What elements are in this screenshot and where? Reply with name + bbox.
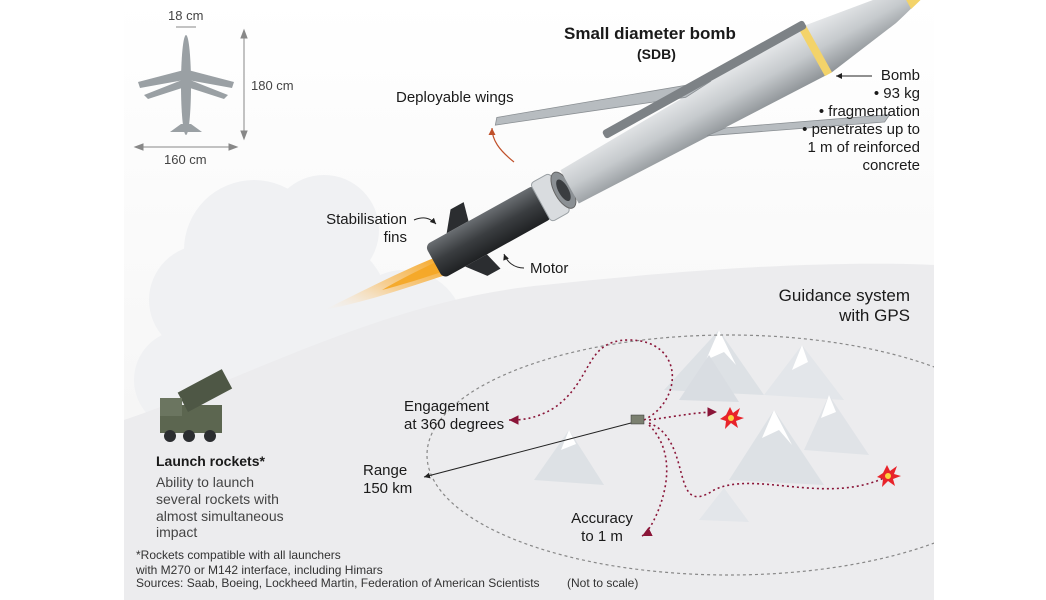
guidance-range-ellipse xyxy=(426,334,934,576)
impact-explosion-1 xyxy=(720,407,744,429)
motor-section xyxy=(426,186,551,277)
not-to-scale-note: (Not to scale) xyxy=(567,576,639,590)
dimension-wingspan: 160 cm xyxy=(164,152,207,167)
rocket-flame xyxy=(324,258,446,310)
impact-explosion-2 xyxy=(877,465,901,487)
dimension-width-top: 18 cm xyxy=(168,8,204,23)
sdb-missile xyxy=(426,0,931,277)
dimension-lines xyxy=(133,26,248,151)
sources: Sources: Saab, Boeing, Lockheed Martin, … xyxy=(136,576,540,590)
himars-launcher xyxy=(160,369,233,442)
label-range: Range 150 km xyxy=(363,462,413,497)
launch-rockets-desc: Ability to launch several rockets with a… xyxy=(156,474,284,541)
page-title: Small diameter bomb xyxy=(564,24,736,43)
infographic-panel: Small diameter bomb (SDB) 18 cm 180 cm 1… xyxy=(124,0,934,600)
launch-rockets-title: Launch rockets* xyxy=(156,453,265,469)
flight-paths xyxy=(508,339,885,537)
label-bomb: Bomb • 93 kg • fragmentation • penetrate… xyxy=(802,67,920,174)
range-arrow xyxy=(423,422,632,479)
label-guidance-system: Guidance system with GPS xyxy=(778,286,910,326)
label-stabilisation-fins: Stabilisation fins xyxy=(326,211,407,246)
launch-point-marker xyxy=(630,414,645,425)
label-motor: Motor xyxy=(530,260,569,277)
wings-arrow xyxy=(488,127,515,163)
dimension-length: 180 cm xyxy=(251,78,294,93)
page-subtitle: (SDB) xyxy=(637,46,676,62)
label-deployable-wings: Deployable wings xyxy=(396,89,514,106)
illustration xyxy=(124,0,934,600)
top-view-silhouette xyxy=(138,35,234,135)
label-accuracy: Accuracy to 1 m xyxy=(571,510,633,545)
fins-arrow xyxy=(413,217,437,225)
footnote: *Rockets compatible with all launchers w… xyxy=(136,548,383,577)
label-engagement: Engagement at 360 degrees xyxy=(404,398,505,433)
motor-arrow xyxy=(503,253,525,269)
mountains xyxy=(534,330,869,522)
